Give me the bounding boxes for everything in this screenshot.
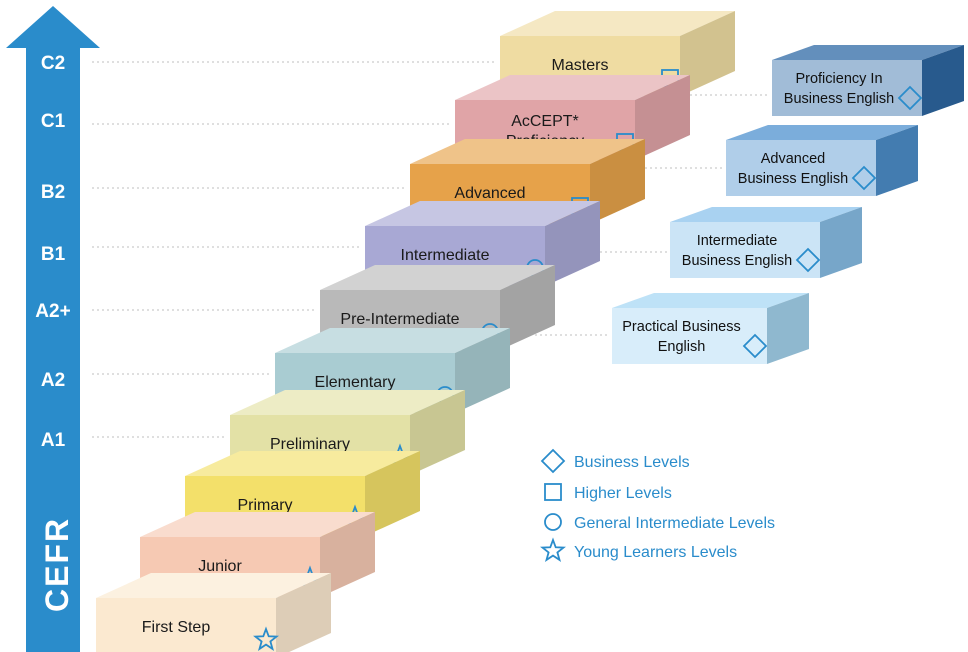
business-label: Practical Business: [622, 319, 740, 335]
business-box-front: [670, 222, 820, 278]
business-box-side: [922, 45, 964, 116]
step-label: Junior: [198, 558, 242, 575]
legend-item-higher: Higher Levels: [544, 483, 672, 502]
business-box-1: Proficiency In Business English: [772, 45, 964, 116]
business-label: Advanced: [761, 151, 826, 167]
business-label: Business English: [738, 171, 848, 187]
cefr-arrow: CEFR: [6, 6, 100, 652]
business-box-side: [820, 207, 862, 278]
step-label: Preliminary: [270, 436, 350, 453]
step-front-face: [96, 598, 276, 652]
step-top-face: [410, 139, 645, 164]
legend-item-general: General Intermediate Levels: [544, 513, 775, 532]
step-side-face: [276, 573, 331, 652]
legend-item-young: Young Learners Levels: [540, 537, 737, 562]
staircase: MastersAcCEPT*ProficiencyAdvancedInterme…: [96, 11, 735, 652]
business-box-front: [726, 140, 876, 196]
step-side-face: [410, 390, 465, 475]
step-first-step: First Step: [96, 573, 331, 652]
business-label: English: [658, 339, 706, 355]
step-label: Masters: [552, 57, 609, 74]
business-label: Intermediate: [697, 233, 778, 249]
legend-label-business: Business Levels: [574, 454, 690, 471]
business-label: Business English: [682, 253, 792, 269]
business-box-top: [726, 125, 918, 140]
diamond-icon: [540, 448, 566, 474]
level-label-b1: B1: [41, 244, 66, 265]
step-top-face: [500, 11, 735, 36]
step-top-face: [96, 573, 331, 598]
level-label-a2plus: A2+: [35, 301, 70, 322]
cefr-levels: C2 C1 B2 B1 A2+ A2 A1: [35, 53, 768, 451]
cefr-arrow-shape: [6, 6, 100, 652]
business-box-front: [612, 308, 767, 364]
step-label: Elementary: [315, 374, 396, 391]
step-top-face: [185, 451, 420, 476]
cefr-title: CEFR: [39, 517, 75, 612]
step-top-face: [365, 201, 600, 226]
level-label-b2: B2: [41, 182, 65, 203]
business-box-side: [767, 293, 809, 364]
legend-item-business: Business Levels: [540, 448, 690, 474]
step-side-face: [590, 139, 645, 224]
step-side-face: [680, 11, 735, 96]
step-side-face: [635, 75, 690, 160]
business-label: Proficiency In: [795, 71, 882, 87]
level-label-a2: A2: [41, 370, 65, 391]
step-label: Primary: [237, 497, 292, 514]
business-label: Business English: [784, 91, 894, 107]
star-icon: [253, 626, 279, 651]
level-label-c2: C2: [41, 53, 65, 74]
step-side-face: [500, 265, 555, 350]
star-icon: [540, 537, 566, 562]
diamond-icon: [742, 333, 768, 359]
step-side-face: [455, 328, 510, 413]
legend: Business Levels Higher Levels General In…: [540, 448, 775, 562]
business-box-front: [772, 60, 922, 116]
diamond-icon: [897, 85, 923, 111]
step-top-face: [230, 390, 465, 415]
level-label-c1: C1: [41, 111, 66, 132]
step-label: Pre-Intermediate: [340, 311, 459, 328]
business-box-top: [612, 293, 809, 308]
step-side-face: [320, 512, 375, 597]
step-side-face: [545, 201, 600, 286]
step-label: First Step: [142, 619, 211, 636]
step-label: Intermediate: [401, 247, 490, 264]
circle-icon: [544, 513, 562, 531]
step-top-face: [140, 512, 375, 537]
legend-label-general: General Intermediate Levels: [574, 515, 775, 532]
business-box-top: [670, 207, 862, 222]
square-icon: [544, 483, 562, 501]
business-box-top: [772, 45, 964, 60]
diamond-icon: [851, 165, 877, 191]
step-label: AcCEPT*: [511, 113, 579, 130]
step-side-face: [365, 451, 420, 536]
business-box-side: [876, 125, 918, 196]
legend-label-young: Young Learners Levels: [574, 544, 737, 561]
step-label: Advanced: [454, 185, 525, 202]
step-top-face: [320, 265, 555, 290]
diamond-icon: [795, 247, 821, 273]
legend-label-higher: Higher Levels: [574, 485, 672, 502]
step-top-face: [455, 75, 690, 100]
step-top-face: [275, 328, 510, 353]
level-label-a1: A1: [41, 430, 66, 451]
